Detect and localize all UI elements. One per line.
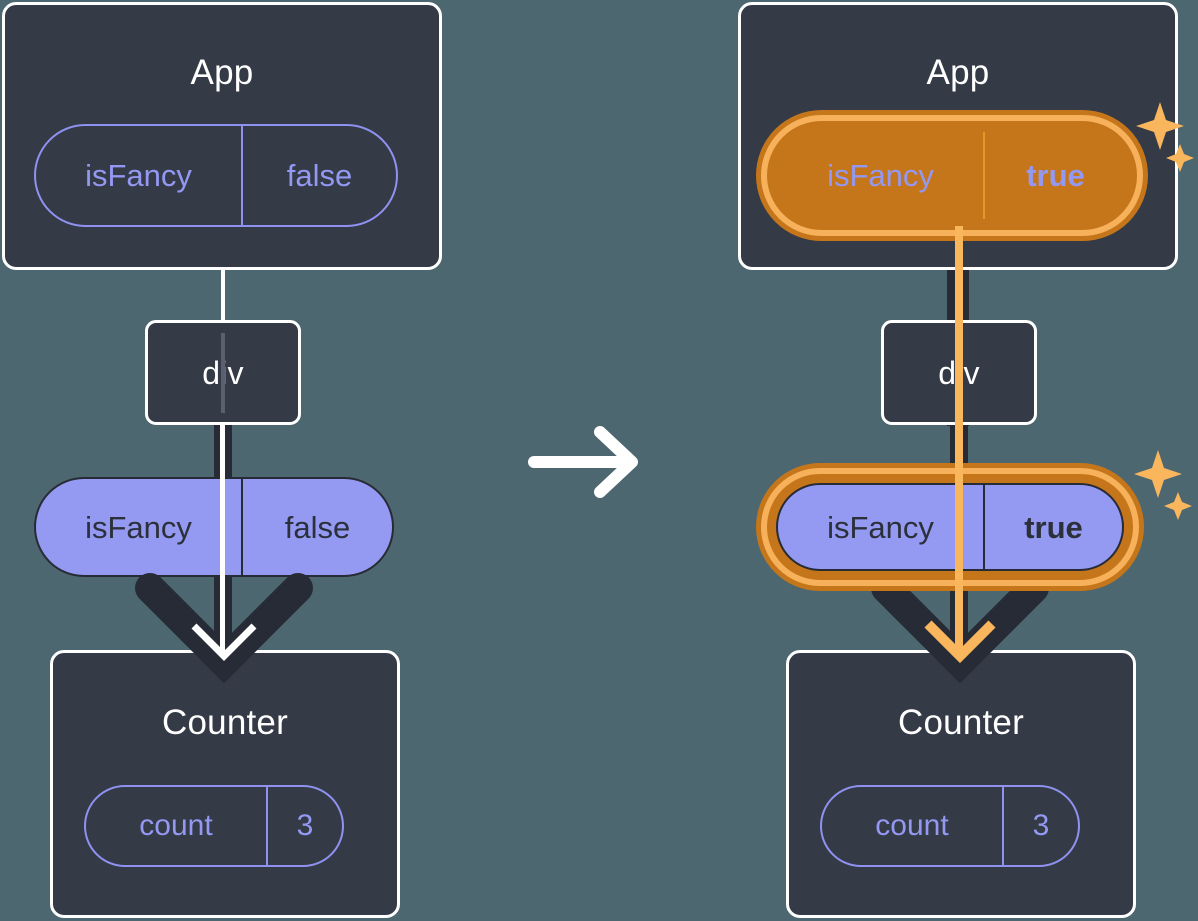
connector-app-to-div xyxy=(221,268,225,324)
arrowhead-to-counter xyxy=(135,573,313,684)
connector-hairline-highlighted xyxy=(955,226,963,654)
props-highlight-inner: isFancy true xyxy=(761,468,1139,586)
counter-state-value: 3 xyxy=(266,787,342,865)
counter-title: Counter xyxy=(162,703,288,742)
app-state-key: isFancy xyxy=(827,158,934,193)
connector-through-div xyxy=(221,333,225,413)
app-state-highlight-inner: isFancy true xyxy=(761,115,1143,236)
props-highlight-ring: isFancy true xyxy=(756,463,1144,591)
counter-title: Counter xyxy=(898,703,1024,742)
app-title: App xyxy=(190,53,254,92)
before-panel: App isFancy false div isFancy false Coun… xyxy=(0,0,452,921)
counter-state-pill[interactable]: count 3 xyxy=(820,785,1080,867)
after-panel: App isFancy true div isFancy true xyxy=(728,0,1194,921)
props-key: isFancy xyxy=(85,509,192,545)
props-value: true xyxy=(983,485,1122,569)
app-title: App xyxy=(926,53,990,92)
app-state-highlight-ring: isFancy true xyxy=(756,110,1148,241)
arrowhead-to-counter-highlighted xyxy=(871,573,1049,684)
counter-state-key: count xyxy=(875,809,949,842)
component-box-counter[interactable]: Counter xyxy=(50,650,400,918)
counter-state-key: count xyxy=(139,809,213,842)
transition-right-arrow-icon xyxy=(528,426,638,498)
counter-state-pill[interactable]: count 3 xyxy=(84,785,344,867)
counter-state-value: 3 xyxy=(1002,787,1078,865)
app-state-value: false xyxy=(241,126,396,225)
component-box-counter[interactable]: Counter xyxy=(786,650,1136,918)
app-state-key: isFancy xyxy=(85,158,192,193)
props-pill[interactable]: isFancy false xyxy=(34,477,394,577)
props-key: isFancy xyxy=(827,509,934,545)
app-state-value: true xyxy=(983,132,1126,219)
app-state-pill[interactable]: isFancy true xyxy=(776,130,1128,221)
props-value: false xyxy=(241,479,392,575)
app-state-pill[interactable]: isFancy false xyxy=(34,124,398,227)
props-pill[interactable]: isFancy true xyxy=(776,483,1124,571)
connector-hairline xyxy=(220,424,225,654)
